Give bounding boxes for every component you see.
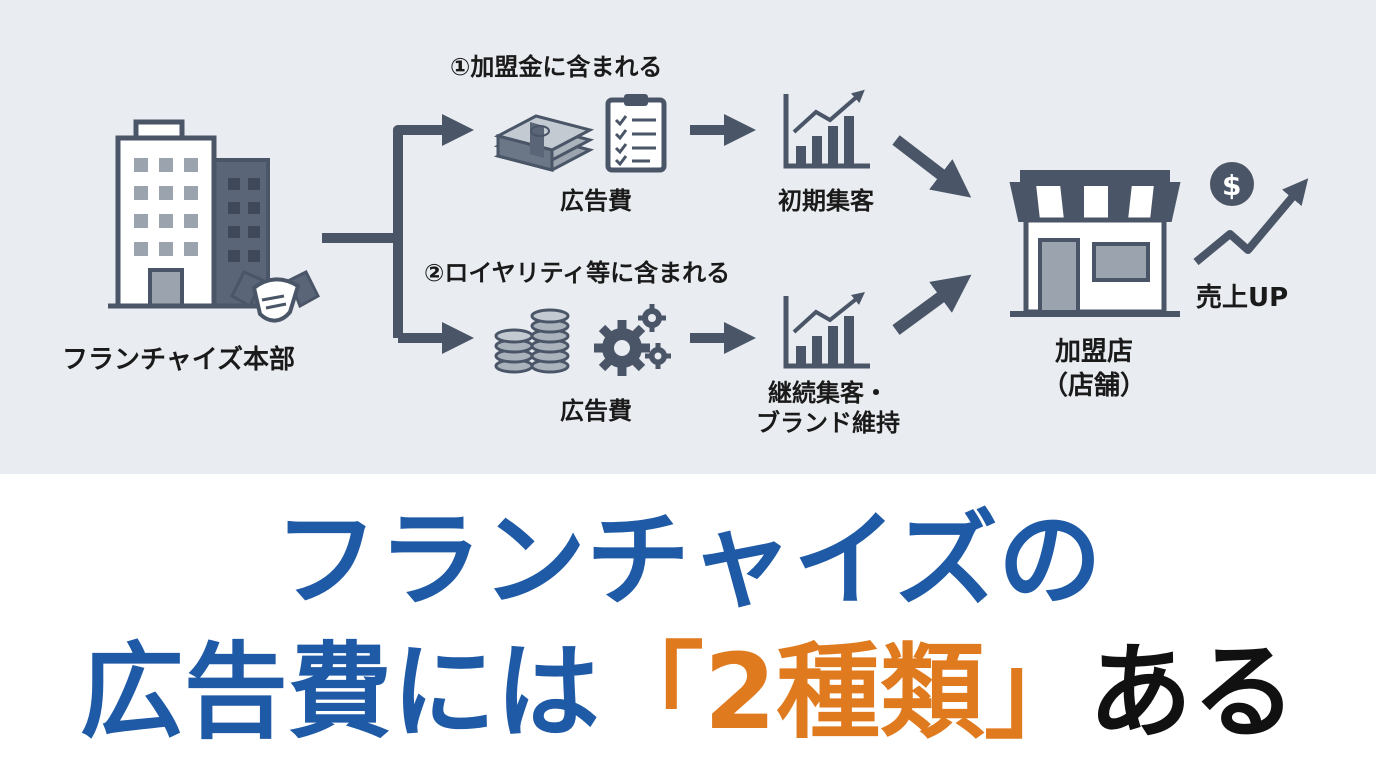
growth-chart-icon (783, 292, 870, 369)
route2-result-line1: 継続集客・ (768, 379, 888, 407)
headline-line1: フランチャイズの (274, 499, 1102, 621)
headline-line2: 広告費には「2種類」ある (0, 640, 1376, 744)
dollar-coin-icon (1210, 162, 1254, 206)
franchise-ad-flow-diagram: $ フランチャイズ本部 ①加盟金に含まれる 広告費 初期集客 ②ロイヤリティ等に… (0, 0, 1376, 474)
headline-line2-two-types: 「2種類」 (599, 631, 1089, 753)
coin-stack-icon (494, 308, 570, 374)
trend-up-arrow-icon (1193, 178, 1309, 266)
diagram-graphics (108, 89, 1309, 376)
route2-title: ②ロイヤリティ等に含まれる (424, 259, 731, 287)
store-label-line1: 加盟店 (1054, 337, 1134, 367)
store-label-line2: （店舗） (1041, 371, 1147, 401)
clipboard-checklist-icon (605, 94, 667, 173)
route1-ad-label: 広告費 (560, 187, 632, 215)
gears-icon (594, 304, 671, 376)
handshake-icon (230, 269, 320, 323)
route2-result-line2: ブランド維持 (756, 409, 900, 437)
dollar-sign-glyph: $ (1222, 169, 1242, 202)
storefront-icon (1009, 170, 1181, 317)
office-building-icon (108, 119, 280, 309)
money-stack-icon (493, 114, 595, 172)
route1-result-label: 初期集客 (778, 187, 874, 215)
route2-ad-label: 広告費 (560, 397, 632, 425)
arrow-to-store-top (892, 135, 972, 198)
arrow-to-store-bottom (892, 274, 972, 335)
hq-label: フランチャイズ本部 (62, 345, 295, 375)
sales-up-label: 売上UP (1196, 283, 1289, 313)
headline-line2-suffix: ある (1088, 631, 1297, 753)
headline-line2-ad-cost: 広告費には (79, 631, 600, 753)
headline: フランチャイズの 広告費には「2種類」ある (0, 474, 1376, 768)
route1-title: ①加盟金に含まれる (450, 53, 663, 81)
branch-connector (322, 113, 475, 355)
growth-chart-icon (783, 89, 870, 169)
